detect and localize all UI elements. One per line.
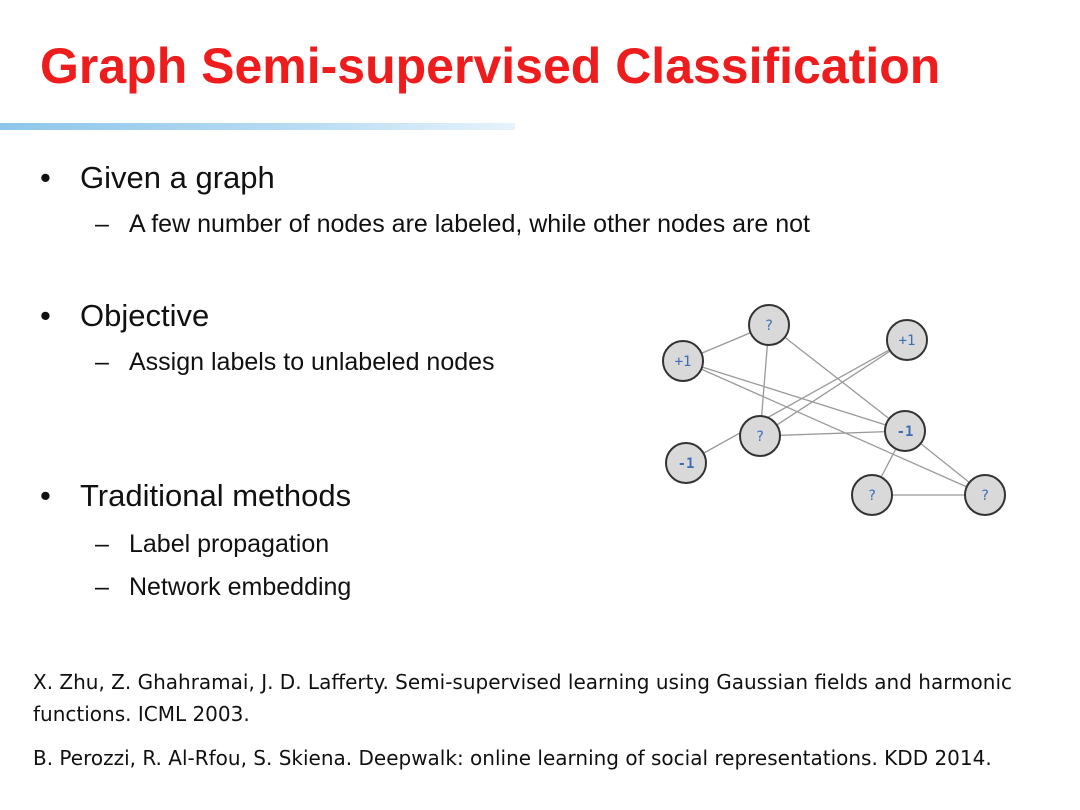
graph-edge-n2-n8 [682,360,986,496]
graph-edge-n1-n5 [768,324,906,432]
sub-bullet-symbol: – [95,573,109,601]
sub-bullet-symbol: – [95,530,109,558]
example-graph: ? +1 +1? -1 -1?? [662,304,1006,516]
graph-node-n8 [964,474,1006,516]
graph-node-label: +1 [899,333,916,349]
sub-bullet: –A few number of nodes are labeled, whil… [95,209,810,239]
sub-bullet: –Network embedding [95,572,351,602]
sub-bullet: –Assign labels to unlabeled nodes [95,347,495,377]
sub-bullet-symbol: – [95,348,109,376]
title-underline [0,123,515,130]
sub-bullet-text: Assign labels to unlabeled nodes [129,348,495,376]
graph-node-n5 [884,410,926,452]
bullet-text: Given a graph [80,160,275,195]
graph-edge-n3-n4 [759,339,908,437]
graph-node-label: -1 [678,456,695,472]
graph-node-label: -1 [897,424,914,440]
sub-bullet-text: Network embedding [129,573,352,601]
graph-node-label: ? [868,488,876,504]
graph-node-label: ? [765,318,773,334]
bullet-text: Traditional methods [80,478,352,513]
bullet-traditional-methods: • Traditional methods [40,478,351,514]
sub-bullet-symbol: – [95,210,109,238]
bullet-given-a-graph: • Given a graph [40,160,275,196]
bullet-symbol: • [40,478,51,513]
sub-bullet-text: A few number of nodes are labeled, while… [129,210,810,238]
graph-node-n6 [665,442,707,484]
bullet-objective: • Objective [40,298,209,334]
graph-node-n1 [748,304,790,346]
slide-title: Graph Semi-supervised Classification [40,38,941,94]
graph-node-n2 [662,340,704,382]
graph-edge-n3-n6 [685,339,908,464]
sub-bullet: –Label propagation [95,529,329,559]
graph-node-n3 [886,319,928,361]
reference-perozzi-2014: B. Perozzi, R. Al-Rfou, S. Skiena. Deepw… [33,746,992,770]
sub-bullet-text: Label propagation [129,530,330,558]
bullet-text: Objective [80,298,210,333]
bullet-symbol: • [40,298,51,333]
graph-edge-n2-n5 [682,360,906,432]
graph-node-label: +1 [675,354,692,370]
bullet-symbol: • [40,160,51,195]
graph-node-n4 [739,415,781,457]
graph-edge-n4-n5 [759,430,906,437]
reference-zhu-2003: X. Zhu, Z. Ghahramai, J. D. Lafferty. Se… [33,670,1013,726]
graph-node-label: ? [981,488,989,504]
graph-node-label: ? [756,429,764,445]
graph-node-n7 [851,474,893,516]
